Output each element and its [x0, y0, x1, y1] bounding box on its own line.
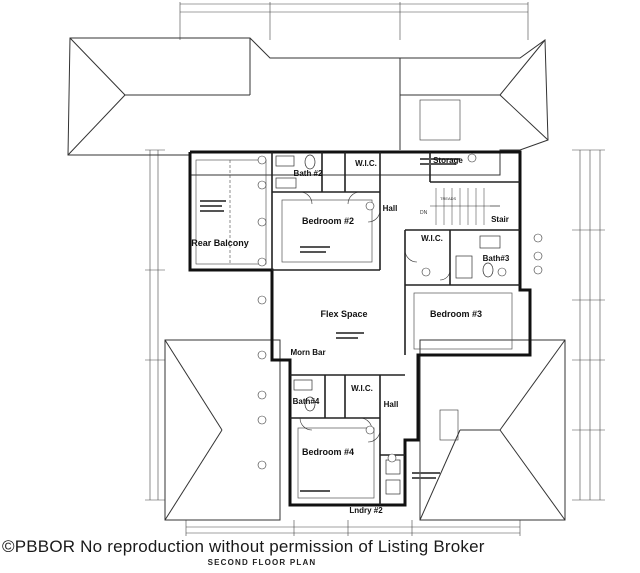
- room-bath2: Bath #2: [294, 169, 323, 178]
- room-flex-space: Flex Space: [320, 309, 367, 319]
- room-bath4: Bath#4: [293, 397, 320, 406]
- room-morn-bar: Morn Bar: [290, 348, 325, 357]
- plan-title: SECOND FLOOR PLAN: [207, 558, 317, 567]
- copyright-watermark: ©PBBOR No reproduction without permissio…: [2, 537, 485, 556]
- door-swings: [299, 191, 451, 443]
- dimension-lines: [145, 2, 605, 536]
- room-stair: Stair: [491, 215, 509, 224]
- stair-dn-note: DN: [420, 210, 428, 216]
- room-hall-lower: Hall: [384, 400, 399, 409]
- interior-walls: [271, 152, 520, 505]
- exterior-walls: [188, 150, 532, 507]
- small-annotations: [200, 158, 460, 492]
- room-wic-lower: W.I.C.: [351, 384, 373, 393]
- section-markers: [257, 153, 543, 470]
- room-wic-right: W.I.C.: [421, 234, 443, 243]
- room-hall-upper: Hall: [383, 204, 398, 213]
- room-bath3: Bath#3: [483, 254, 510, 263]
- stair-treads-note: TREADS: [440, 196, 457, 201]
- room-bedroom4: Bedroom #4: [302, 447, 354, 457]
- room-wic-upper: W.I.C.: [355, 159, 377, 168]
- bedroom-ceiling-outlines: [281, 199, 513, 499]
- room-rear-balcony: Rear Balcony: [191, 238, 249, 248]
- rear-balcony-area: [195, 159, 267, 265]
- room-laundry2: Lndry #2: [349, 506, 383, 515]
- stair-treads: [430, 188, 500, 225]
- room-storage: Storage: [433, 156, 463, 165]
- room-bedroom3: Bedroom #3: [430, 309, 482, 319]
- plumbing-fixtures: [275, 154, 501, 495]
- room-bedroom2: Bedroom #2: [302, 216, 354, 226]
